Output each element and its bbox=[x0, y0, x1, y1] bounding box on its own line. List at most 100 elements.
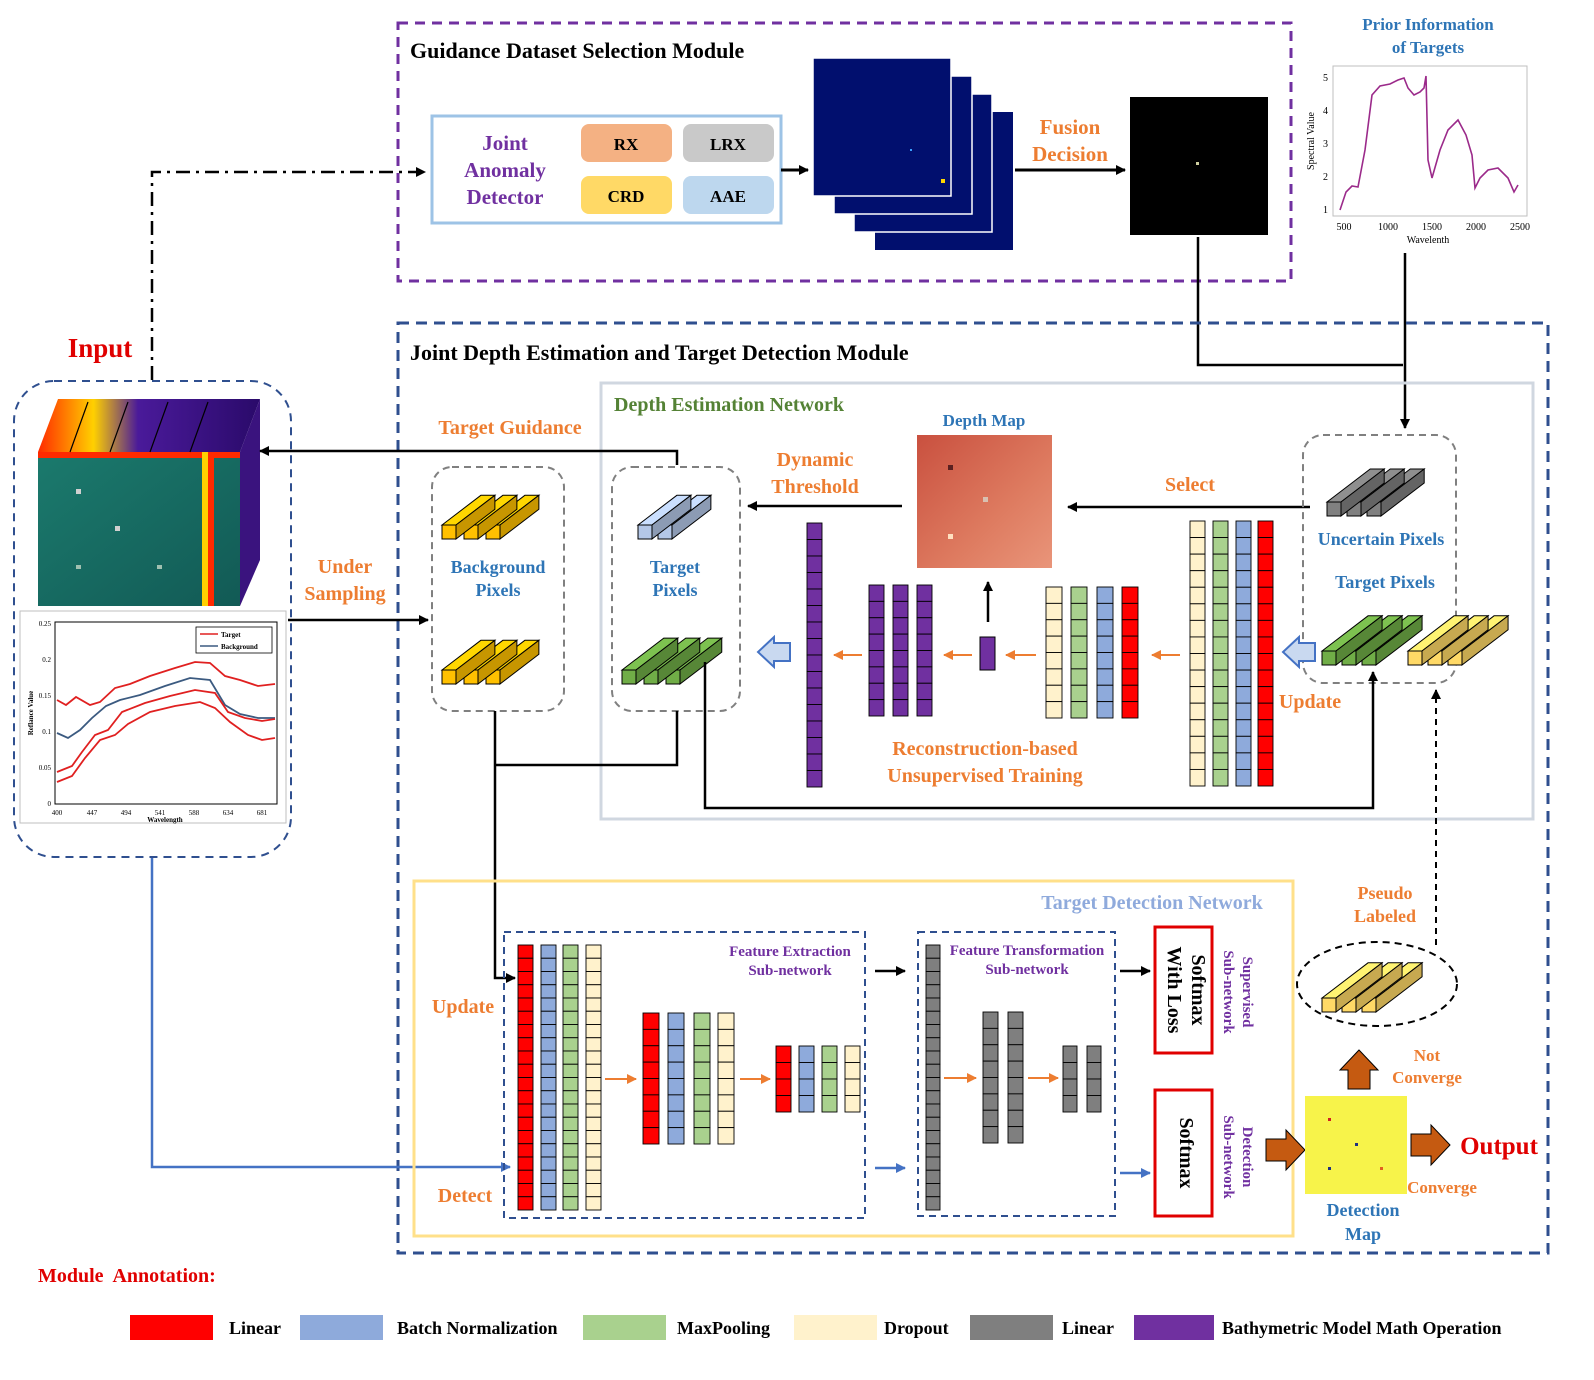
layer-cell bbox=[667, 1061, 685, 1079]
layer-cell bbox=[717, 1127, 735, 1145]
layer-cell bbox=[562, 1196, 579, 1211]
legend-label: Linear bbox=[229, 1318, 281, 1338]
input-spectral-chart: Target Background 0 0.05 0.1 0.15 0.2 0.… bbox=[19, 610, 287, 824]
converge-arrow bbox=[1410, 1123, 1451, 1167]
pseudo-pixel-bars-right bbox=[1406, 614, 1510, 667]
layer-cell bbox=[1070, 684, 1088, 703]
pseudo-labeled-ellipse bbox=[1296, 941, 1458, 1027]
layer-cell bbox=[517, 1077, 534, 1092]
layer-cell bbox=[1235, 636, 1252, 654]
layer-cell bbox=[1257, 586, 1274, 605]
layer-cell bbox=[717, 1028, 735, 1047]
layer-cell bbox=[1212, 669, 1229, 688]
layer-cell bbox=[585, 1116, 602, 1131]
input-xtick: 588 bbox=[189, 809, 200, 817]
prior-xtick: 2000 bbox=[1466, 222, 1486, 233]
layer-cell bbox=[1212, 702, 1229, 721]
pixel-bar-front bbox=[1326, 501, 1342, 517]
layer-cell bbox=[562, 1116, 579, 1131]
layer-cell bbox=[775, 1095, 792, 1113]
layer-cell bbox=[1062, 1062, 1078, 1080]
layer-cell bbox=[540, 957, 557, 972]
layer-cell bbox=[1121, 619, 1139, 637]
layer-cell bbox=[982, 1011, 999, 1029]
ft-layer-stack-3 bbox=[1062, 1045, 1102, 1113]
fusion-line-1: Fusion bbox=[1040, 115, 1101, 139]
fused-guidance-map bbox=[1130, 97, 1268, 235]
layer-cell bbox=[562, 1010, 579, 1025]
layer-cell bbox=[925, 944, 941, 959]
layer-cell bbox=[540, 984, 557, 999]
layer-cell bbox=[1045, 701, 1063, 719]
layer-cell bbox=[806, 770, 823, 788]
layer-cell bbox=[540, 1010, 557, 1025]
layer-cell bbox=[517, 1024, 534, 1039]
layer-cell bbox=[1007, 1027, 1024, 1046]
layer-cell bbox=[717, 1110, 735, 1129]
layer-cell bbox=[982, 1077, 999, 1095]
pseudo-labeled-bars bbox=[1320, 961, 1424, 1014]
layer-cell bbox=[585, 1090, 602, 1105]
pixel-bar-front bbox=[1321, 997, 1337, 1013]
layer-cell bbox=[1070, 619, 1088, 637]
fusion-line-2: Decision bbox=[1032, 142, 1108, 166]
layer-cell bbox=[916, 650, 933, 668]
layer-cell bbox=[1235, 619, 1252, 638]
layer-cell bbox=[517, 1143, 534, 1158]
layer-cell bbox=[540, 1169, 557, 1184]
pixel-bar-front bbox=[1321, 650, 1337, 666]
depth-hidden-layer-stack bbox=[1045, 586, 1139, 719]
layer-cell bbox=[1212, 735, 1229, 754]
layer-cell bbox=[540, 1077, 557, 1092]
reconstruction-2: Unsupervised Training bbox=[887, 765, 1082, 787]
layer-cell bbox=[562, 1077, 579, 1092]
layer-cell bbox=[1062, 1095, 1078, 1113]
layer-cell bbox=[1070, 602, 1088, 621]
layer-cell bbox=[1189, 653, 1206, 671]
layer-cell bbox=[1189, 686, 1206, 704]
feature-transformation-subnetwork bbox=[917, 931, 1116, 1217]
layer-cell bbox=[1007, 1011, 1024, 1029]
layer-cell bbox=[1212, 553, 1229, 572]
layer-cell bbox=[1096, 684, 1114, 703]
legend-label: Dropout bbox=[884, 1318, 949, 1338]
softmax-loss-1: Softmax bbox=[1187, 954, 1209, 1025]
layer-cell bbox=[693, 1061, 711, 1079]
anomaly-result-stack bbox=[812, 57, 1013, 250]
layer-cell bbox=[798, 1078, 815, 1096]
layer-cell bbox=[868, 633, 885, 651]
background-pixel-bars-bottom bbox=[440, 639, 541, 686]
softmax-label: Softmax bbox=[1175, 1117, 1197, 1188]
layer-cell bbox=[892, 600, 909, 619]
layer-cell bbox=[585, 984, 602, 999]
layer-cell bbox=[1062, 1045, 1078, 1063]
layer-cell bbox=[1257, 537, 1274, 555]
layer-cell bbox=[540, 1024, 557, 1039]
fe-layer-stack-3 bbox=[775, 1045, 861, 1113]
not-converge-1: Not bbox=[1414, 1046, 1441, 1065]
under-sampling-1: Under bbox=[318, 556, 373, 578]
depth-map-label: Depth Map bbox=[943, 411, 1026, 430]
target-pixels-1: Target bbox=[650, 557, 700, 577]
guidance-module: Guidance Dataset Selection Module Joint … bbox=[396, 21, 1293, 283]
layer-cell bbox=[1257, 553, 1274, 572]
softmax-loss-2: With Loss bbox=[1163, 947, 1185, 1034]
layer-cell bbox=[540, 1063, 557, 1078]
layer-cell bbox=[1121, 586, 1139, 604]
layer-cell bbox=[1189, 752, 1206, 770]
layer-cell bbox=[806, 720, 823, 738]
layer-cell bbox=[844, 1078, 861, 1096]
background-pixel-bars-top bbox=[440, 494, 541, 541]
layer-cell bbox=[1189, 537, 1206, 555]
layer-cell bbox=[693, 1110, 711, 1129]
layer-cell bbox=[1086, 1045, 1102, 1063]
layer-cell bbox=[925, 1037, 941, 1052]
layer-cell bbox=[540, 1103, 557, 1118]
supervised-1: Supervised bbox=[1239, 957, 1255, 1029]
uncertain-pixels-label: Uncertain Pixels bbox=[1318, 529, 1444, 549]
layer-cell bbox=[717, 1094, 735, 1112]
dynamic-threshold-2: Threshold bbox=[771, 476, 858, 498]
lrx-detector bbox=[683, 124, 774, 162]
input-ytick: 0.15 bbox=[39, 692, 52, 700]
blue-flow-arrow-left bbox=[756, 634, 791, 670]
